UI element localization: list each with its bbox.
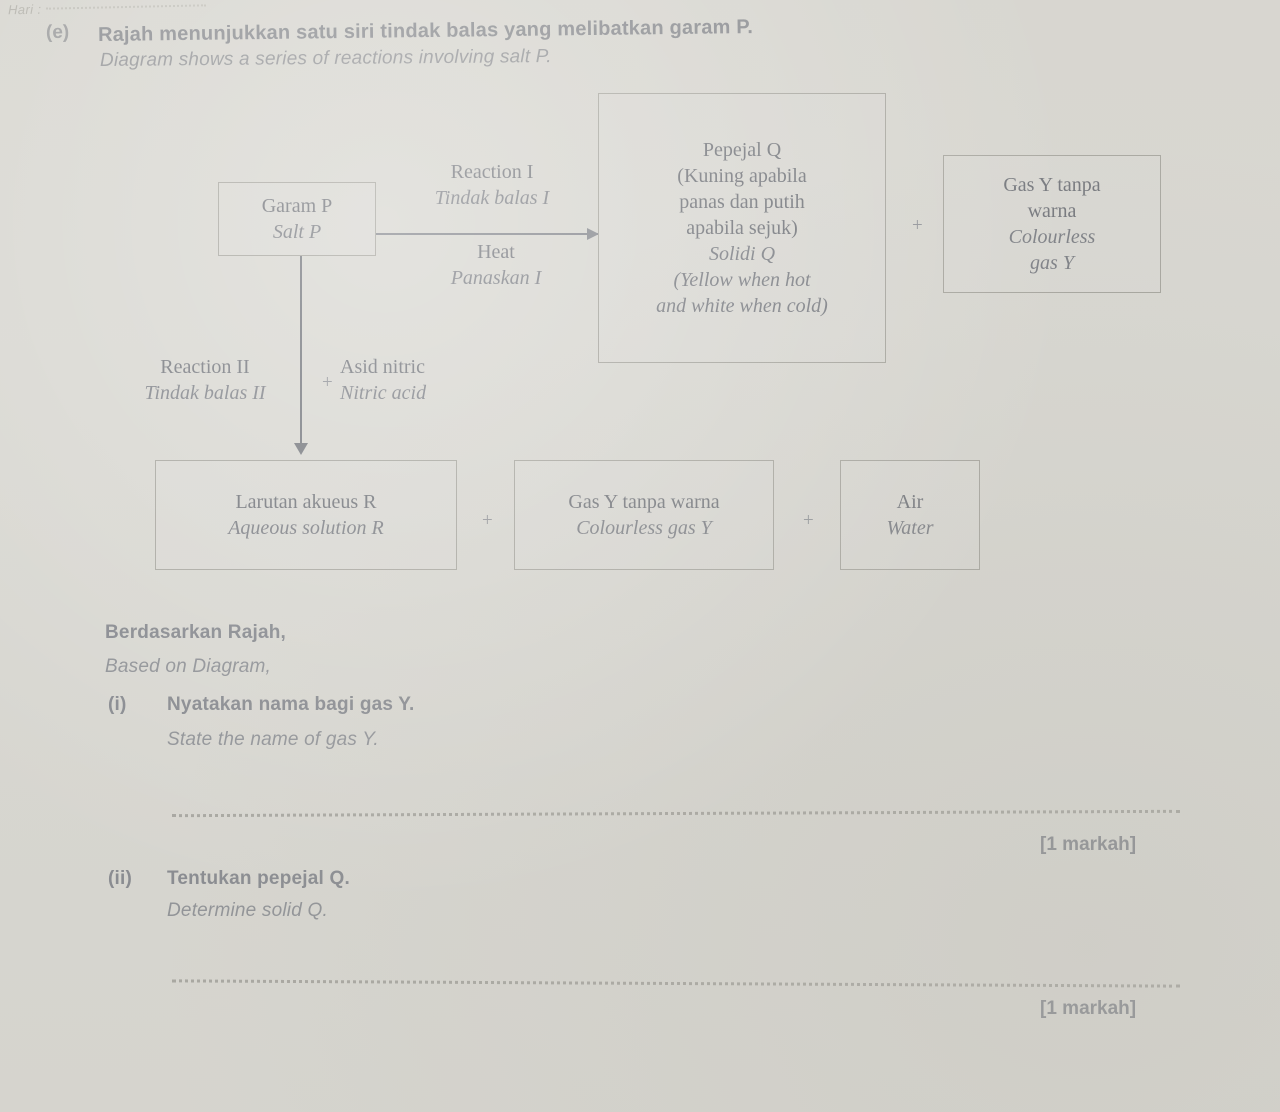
solid-q-english-desc-1: (Yellow when hot — [673, 269, 811, 291]
intro-malay: Berdasarkan Rajah, — [105, 622, 287, 643]
nitric-acid-label: Asid nitric Nitric acid — [340, 355, 530, 406]
water-malay: Air — [896, 491, 924, 513]
gas-y-bottom-english: Colourless gas Y — [576, 517, 712, 539]
reaction-1-label: Reaction I Tindak balas I — [392, 160, 592, 211]
plus-sign-bottom-2: + — [803, 510, 814, 531]
solution-r-malay: Larutan akueus R — [235, 491, 377, 513]
salt-p-malay: Garam P — [261, 195, 333, 217]
subquestion-ii-number: (ii) — [108, 868, 133, 889]
solid-q-malay-desc-1: (Kuning apabila — [677, 165, 807, 187]
plus-sign-top-right: + — [912, 215, 923, 236]
subquestion-i-number: (i) — [108, 694, 127, 715]
heat-english: Heat — [477, 241, 515, 263]
marks-ii: [1 markah] — [1040, 998, 1137, 1019]
subquestion-i-malay: Nyatakan nama bagi gas Y. — [167, 694, 415, 715]
reaction-2-malay: Tindak balas II — [144, 381, 266, 404]
solid-q-english-name: Solidi Q — [708, 243, 776, 265]
solution-r-english: Aqueous solution R — [228, 517, 384, 539]
plus-sign-bottom-1: + — [482, 510, 493, 531]
solid-q-english-desc-2: and white when cold) — [656, 295, 828, 317]
gas-y-top-english-1: Colourless — [1008, 226, 1096, 248]
question-number: (e) — [45, 21, 70, 44]
reaction-2-label: Reaction II Tindak balas II — [110, 355, 300, 406]
solid-q-malay-desc-3: apabila sejuk) — [686, 217, 798, 239]
question-stem-english: Diagram shows a series of reactions invo… — [99, 46, 552, 71]
nitric-acid-english: Nitric acid — [340, 381, 427, 404]
marks-i: [1 markah] — [1040, 834, 1137, 855]
diagram-box-gas-y-top: Gas Y tanpa warna Colourless gas Y — [943, 155, 1161, 293]
reaction-flow-diagram: Garam P Salt P Reaction I Tindak balas I… — [0, 80, 1280, 600]
water-english: Water — [886, 517, 934, 539]
heat-malay: Panaskan I — [450, 266, 542, 289]
reaction-2-arrow — [294, 256, 308, 455]
corner-stub-text: Hari : — [7, 1, 42, 18]
question-stem-malay: Rajah menunjukkan satu siri tindak balas… — [97, 15, 754, 47]
gas-y-top-malay-2: warna — [1027, 200, 1077, 222]
intro-english: Based on Diagram, — [105, 656, 272, 677]
gas-y-top-malay-1: Gas Y tanpa — [1003, 174, 1101, 196]
corner-dotted-line — [45, 4, 207, 10]
answer-line-i[interactable] — [171, 809, 1181, 818]
diagram-box-solution-r: Larutan akueus R Aqueous solution R — [155, 460, 457, 570]
nitric-acid-malay: Asid nitric — [340, 356, 425, 378]
subquestion-i-english: State the name of gas Y. — [167, 729, 379, 750]
salt-p-english: Salt P — [272, 221, 322, 243]
diagram-box-gas-y-bottom: Gas Y tanpa warna Colourless gas Y — [514, 460, 774, 570]
diagram-box-salt-p: Garam P Salt P — [218, 182, 376, 256]
gas-y-top-english-2: gas Y — [1030, 252, 1074, 274]
subquestion-ii-malay: Tentukan pepejal Q. — [167, 868, 350, 889]
reaction-2-english: Reaction II — [160, 356, 250, 378]
gas-y-bottom-malay: Gas Y tanpa warna — [568, 491, 720, 513]
plus-sign-reaction-2: + — [322, 372, 333, 393]
diagram-box-water: Air Water — [840, 460, 980, 570]
subquestion-ii-english: Determine solid Q. — [167, 900, 328, 921]
reaction-1-malay: Tindak balas I — [434, 186, 550, 209]
diagram-box-solid-q: Pepejal Q (Kuning apabila panas dan puti… — [598, 93, 886, 363]
heat-label: Heat Panaskan I — [396, 240, 596, 291]
solid-q-malay-desc-2: panas dan putih — [679, 191, 805, 213]
reaction-1-english: Reaction I — [450, 161, 534, 183]
answer-line-ii[interactable] — [171, 979, 1181, 988]
solid-q-malay-name: Pepejal Q — [702, 139, 782, 161]
reaction-1-arrow — [376, 228, 599, 240]
